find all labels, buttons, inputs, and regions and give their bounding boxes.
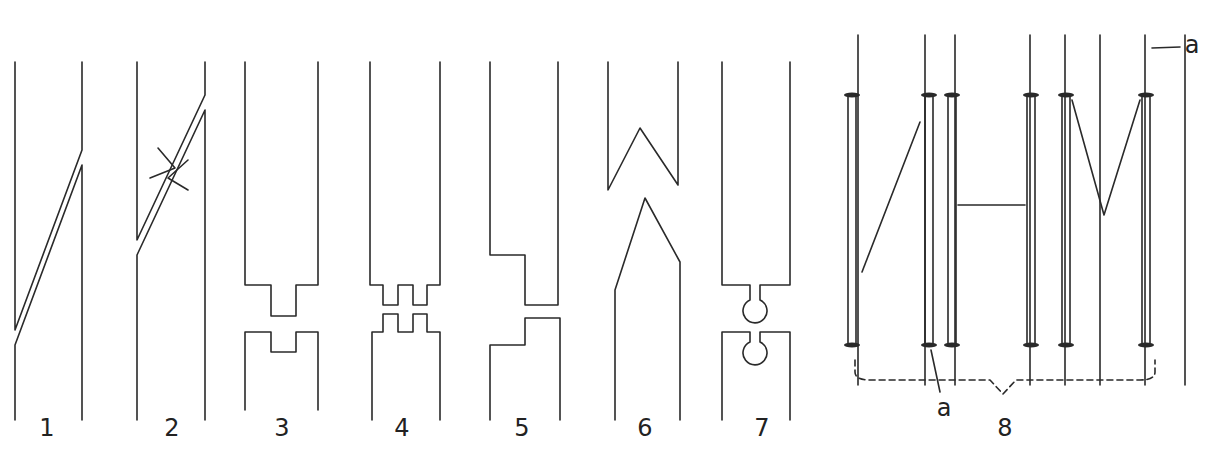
figure-number: 7 bbox=[754, 416, 769, 440]
figure-number: 2 bbox=[164, 416, 179, 440]
scarf-joint bbox=[15, 62, 82, 420]
round-dovetail-joint bbox=[722, 62, 790, 420]
callout-letter: а bbox=[937, 396, 952, 420]
wedged-scarf-joint bbox=[137, 62, 205, 420]
figure-number: 3 bbox=[274, 416, 289, 440]
callout-letter: а bbox=[1185, 33, 1200, 57]
v-joint bbox=[608, 62, 680, 420]
figure-number: 4 bbox=[394, 416, 409, 440]
figure-number: 5 bbox=[514, 416, 529, 440]
figure-number: 8 bbox=[997, 416, 1012, 440]
half-lap-joint bbox=[490, 62, 560, 420]
tenon-joint bbox=[245, 62, 318, 410]
strapped-poles bbox=[844, 35, 1185, 394]
double-tenon-joint bbox=[370, 62, 440, 420]
figure-number: 1 bbox=[39, 416, 54, 440]
figure-number: 6 bbox=[637, 416, 652, 440]
